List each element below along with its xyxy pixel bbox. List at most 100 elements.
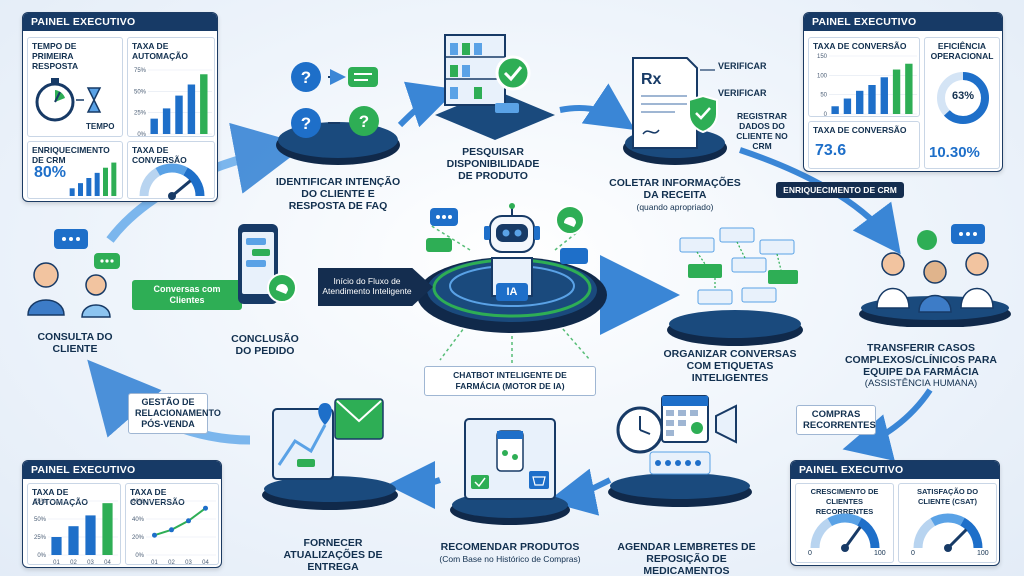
recomendar-label: RECOMENDAR PRODUTOS bbox=[440, 541, 580, 553]
eficiencia-donut bbox=[937, 72, 989, 124]
recorrentes-max: 100 bbox=[874, 550, 886, 557]
eficiencia-big-value: 10.30% bbox=[929, 144, 980, 161]
conversao-gauge bbox=[139, 163, 205, 200]
series-line bbox=[154, 507, 207, 537]
transferir-sub: (ASSISTÊNCIA HUMANA) bbox=[864, 378, 978, 389]
x-tick-label: 02 bbox=[168, 560, 175, 565]
dashboard-header: PAINEL EXECUTIVO bbox=[23, 13, 217, 31]
bar bbox=[102, 503, 113, 555]
recorrentes-title: CRESCIMENTO DE CLIENTES RECORRENTES bbox=[810, 487, 879, 516]
gauge-hub bbox=[168, 192, 176, 200]
customers-icon bbox=[27, 229, 120, 318]
axis-tick-label: 0 bbox=[824, 112, 828, 116]
coletar-label: COLETAR INFORMAÇÕES DA RECEITA bbox=[609, 177, 741, 201]
prescription-icon: Rx bbox=[623, 57, 727, 165]
gauge-needle bbox=[946, 528, 968, 550]
conversao-value-title: TAXA DE CONVERSÃO bbox=[813, 125, 907, 135]
bar bbox=[78, 183, 83, 196]
bar bbox=[51, 537, 62, 555]
axis-tick-label: 0% bbox=[137, 132, 146, 136]
series-point bbox=[186, 518, 191, 524]
series-point bbox=[203, 505, 208, 511]
crm-title: ENRIQUECIMENTO DE CRM bbox=[32, 145, 110, 165]
csat-min: 0 bbox=[911, 550, 915, 557]
x-tick-label: 02 bbox=[70, 560, 77, 565]
bar bbox=[69, 188, 75, 196]
cell-tempo-resposta: TEMPO DE PRIMEIRA RESPOSTA TEMPO bbox=[27, 37, 123, 137]
axis-tick-label: 50 bbox=[820, 93, 827, 99]
bar bbox=[150, 118, 158, 134]
ai-robot-icon bbox=[426, 203, 588, 297]
gauge-segment bbox=[155, 163, 188, 176]
smartphone-icon bbox=[238, 224, 297, 304]
node-recomendar-produtos: RECOMENDAR PRODUTOS (Com Base no Históri… bbox=[425, 541, 595, 565]
gauge-hub bbox=[944, 544, 952, 552]
cell-taxa-automacao: TAXA DE AUTOMAÇÃO 75%50%25%0% bbox=[127, 37, 215, 137]
x-tick-label: 03 bbox=[87, 560, 94, 565]
transferir-label: TRANSFERIR CASOS COMPLEXOS/CLÍNICOS PARA… bbox=[844, 342, 998, 378]
verificar-2: VERIFICAR bbox=[718, 88, 767, 98]
gauge-segment bbox=[857, 517, 880, 549]
bar bbox=[880, 77, 888, 114]
bar bbox=[68, 526, 79, 555]
bar bbox=[843, 98, 852, 114]
dashboard-top-right: PAINEL EXECUTIVO TAXA DE CONVERSÃO 150 10… bbox=[803, 12, 1003, 172]
cell-eficiencia: EFICIÊNCIA OPERACIONAL 63% 10.30% bbox=[924, 37, 1000, 169]
axis-tick-label: 0% bbox=[37, 553, 46, 559]
verificar-1: VERIFICAR bbox=[718, 61, 767, 71]
delivery-map-icon bbox=[262, 398, 398, 510]
dashboard-top-left: PAINEL EXECUTIVO TEMPO DE PRIMEIRA RESPO… bbox=[22, 12, 218, 202]
gauge-segment bbox=[930, 513, 965, 527]
bar bbox=[856, 90, 864, 114]
node-conclusao-pedido: CONCLUSÃO DO PEDIDO bbox=[231, 333, 299, 357]
bar bbox=[200, 74, 208, 134]
chat-tags-icon bbox=[667, 227, 803, 346]
bar bbox=[868, 85, 876, 114]
inicio-arrow bbox=[318, 268, 433, 306]
axis-tick-label: 150 bbox=[817, 54, 828, 60]
automacao-bar-chart: 75%50%25%0% bbox=[134, 68, 212, 136]
axis-tick-label: 0% bbox=[135, 553, 144, 559]
x-tick-label: 01 bbox=[53, 560, 60, 565]
compras-pill: COMPRAS RECORRENTES bbox=[796, 405, 876, 435]
registrar-crm: REGISTRAR DADOS DO CLIENTE NO CRM bbox=[736, 111, 788, 151]
series-point bbox=[169, 527, 174, 533]
donut-value-arc bbox=[937, 72, 989, 124]
x-tick-label: 04 bbox=[202, 560, 209, 565]
chatbot-pill: CHATBOT INTELIGENTE DE FARMÁCIA (MOTOR D… bbox=[424, 366, 596, 396]
cell-recorrentes: CRESCIMENTO DE CLIENTES RECORRENTES 0 10… bbox=[795, 483, 894, 563]
cell-taxa-conversao: TAXA DE CONVERSÃO bbox=[127, 141, 215, 200]
recommend-products-icon bbox=[450, 418, 570, 525]
tempo-title: TEMPO DE PRIMEIRA RESPOSTA bbox=[32, 41, 79, 71]
x-tick-label: 03 bbox=[185, 560, 192, 565]
eficiencia-donut-label: 63% bbox=[951, 90, 975, 102]
node-identificar-intencao: IDENTIFICAR INTENÇÃO DO CLIENTE E RESPOS… bbox=[275, 176, 401, 212]
eficiencia-title: EFICIÊNCIA OPERACIONAL bbox=[930, 41, 994, 61]
bl-automacao-title: TAXA DE AUTOMAÇÃO bbox=[32, 487, 89, 507]
stopwatch-icon bbox=[35, 78, 102, 122]
cell-enriquecimento-crm: ENRIQUECIMENTO DE CRM 80% bbox=[27, 141, 123, 199]
recorrentes-min: 0 bbox=[808, 550, 812, 557]
tempo-caption: TEMPO bbox=[86, 122, 115, 131]
axis-tick-label: 40% bbox=[132, 517, 145, 523]
gauge-segment bbox=[827, 513, 862, 527]
dashboard-header: PAINEL EXECUTIVO bbox=[804, 13, 1002, 31]
svg-text:?: ? bbox=[359, 112, 369, 131]
csat-max: 100 bbox=[977, 550, 989, 557]
node-consulta-cliente: CONSULTA DO CLIENTE bbox=[37, 331, 113, 355]
axis-tick-label: 60% bbox=[132, 499, 145, 505]
ia-badge: IA bbox=[496, 283, 528, 301]
csat-title: SATISFAÇÃO DO CLIENTE (CSAT) bbox=[916, 487, 979, 506]
node-agendar-lembretes: AGENDAR LEMBRETES DE REPOSIÇÃO DE MEDICA… bbox=[617, 541, 756, 576]
conversao-chart-title: TAXA DE CONVERSÃO bbox=[813, 41, 907, 51]
axis-tick-label: 50% bbox=[134, 89, 147, 95]
dashboard-header: PAINEL EXECUTIVO bbox=[23, 461, 221, 479]
axis-tick-label: 20% bbox=[132, 535, 145, 541]
svg-text:?: ? bbox=[301, 114, 311, 133]
series-point bbox=[152, 532, 157, 538]
axis-tick-label: 75% bbox=[34, 499, 47, 505]
